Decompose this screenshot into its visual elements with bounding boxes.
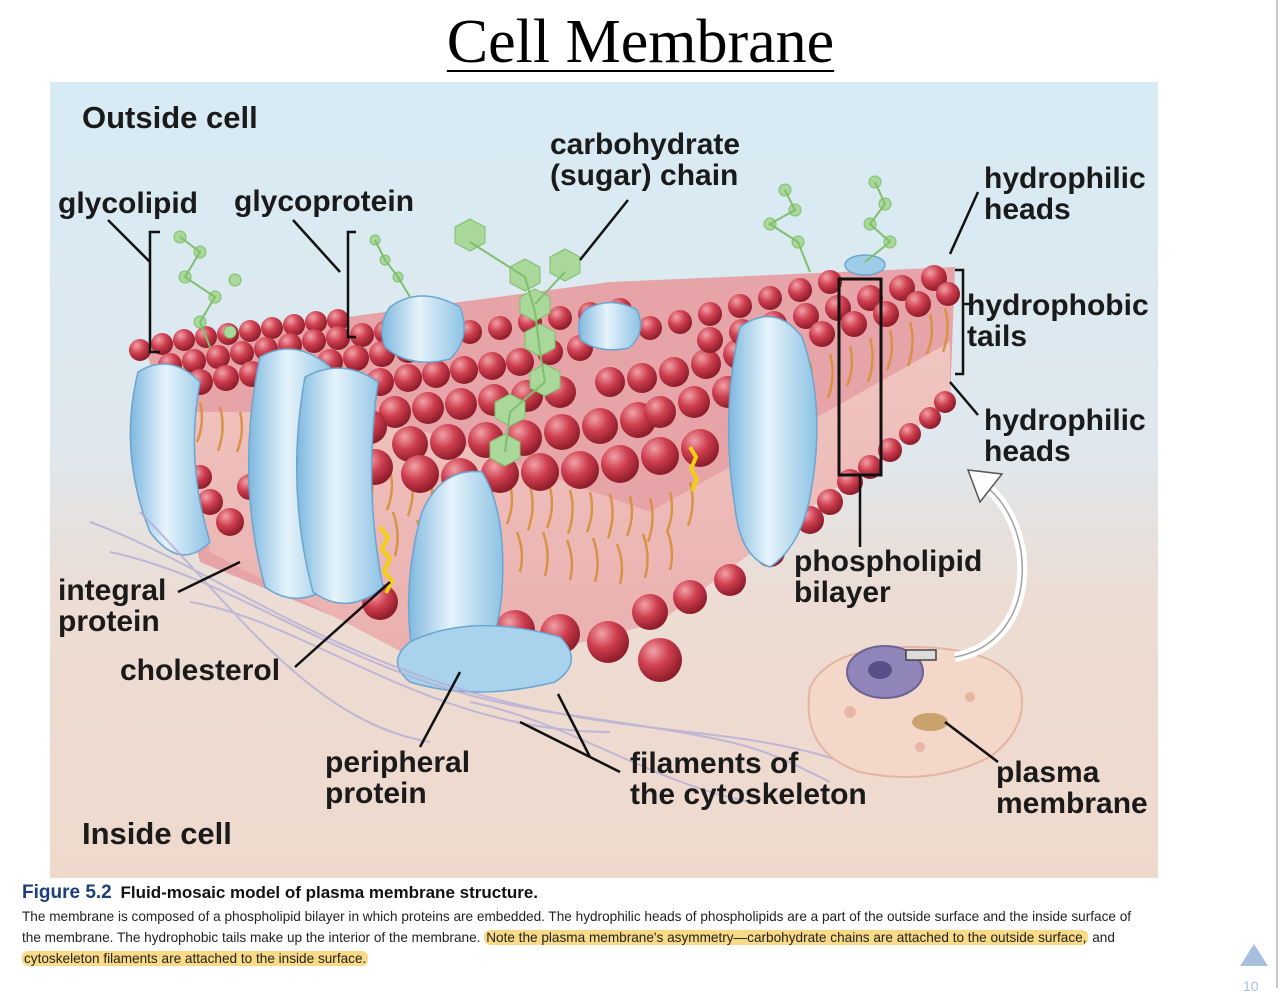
figure-title: Fluid-mosaic model of plasma membrane st… (120, 883, 539, 902)
caption-body: The membrane is composed of a phospholip… (22, 906, 1142, 969)
figure-heading: Figure 5.2 Fluid-mosaic model of plasma … (22, 882, 538, 904)
figure-caption: Figure 5.2 Fluid-mosaic model of plasma … (18, 878, 1158, 984)
nav-up-icon[interactable] (1240, 944, 1268, 966)
cell-illustration (807, 645, 1023, 778)
membrane-diagram: Outside cell Inside cell glycolipid glyc… (50, 82, 1158, 880)
glycoprotein-label: glycoprotein (234, 185, 415, 218)
integral-protein-label: integral protein (58, 574, 167, 638)
caption-text-and: and (1092, 930, 1115, 945)
slide-title: Cell Membrane (446, 8, 835, 76)
diagram-illustration (50, 82, 1158, 880)
filaments-cytoskeleton-label: filaments of the cytoskeleton (630, 747, 867, 811)
outside-cell-label: Outside cell (82, 100, 258, 135)
glycolipid-label: glycolipid (58, 187, 199, 220)
zoom-arrow (953, 469, 1028, 662)
phospholipid-bilayer-label: phospholipid bilayer (794, 545, 983, 609)
peripheral-protein-label: peripheral protein (325, 746, 471, 810)
carbohydrate-chain-label: carbohydrate (sugar) chain (550, 128, 741, 192)
page-number: 10 (1243, 978, 1259, 994)
carbohydrate-chains (173, 175, 897, 467)
plasma-membrane-label: plasma membrane (996, 756, 1148, 820)
caption-text-1: The membrane is composed of a phospholip… (22, 909, 1132, 945)
hydrophobic-tails-label: hydrophobic tails (967, 289, 1149, 353)
caption-highlight-2: cytoskeleton filaments are attached to t… (22, 951, 369, 966)
slide-edge (1276, 0, 1278, 988)
integral-proteins (129, 254, 886, 693)
figure-number: Figure 5.2 (22, 882, 112, 903)
cholesterol-label: cholesterol (120, 654, 281, 687)
hydrophilic-heads-bottom-label: hydrophilic heads (984, 404, 1146, 468)
leader-lines (107, 191, 999, 774)
cholesterol-molecules (378, 445, 700, 594)
cytoskeleton-filaments (89, 511, 871, 803)
inside-cell-label: Inside cell (82, 816, 232, 851)
caption-highlight-1: Note the plasma membrane's asymmetry—car… (484, 930, 1089, 945)
membrane-slab (89, 175, 1028, 803)
hydrophilic-heads-top-label: hydrophilic heads (984, 162, 1146, 226)
